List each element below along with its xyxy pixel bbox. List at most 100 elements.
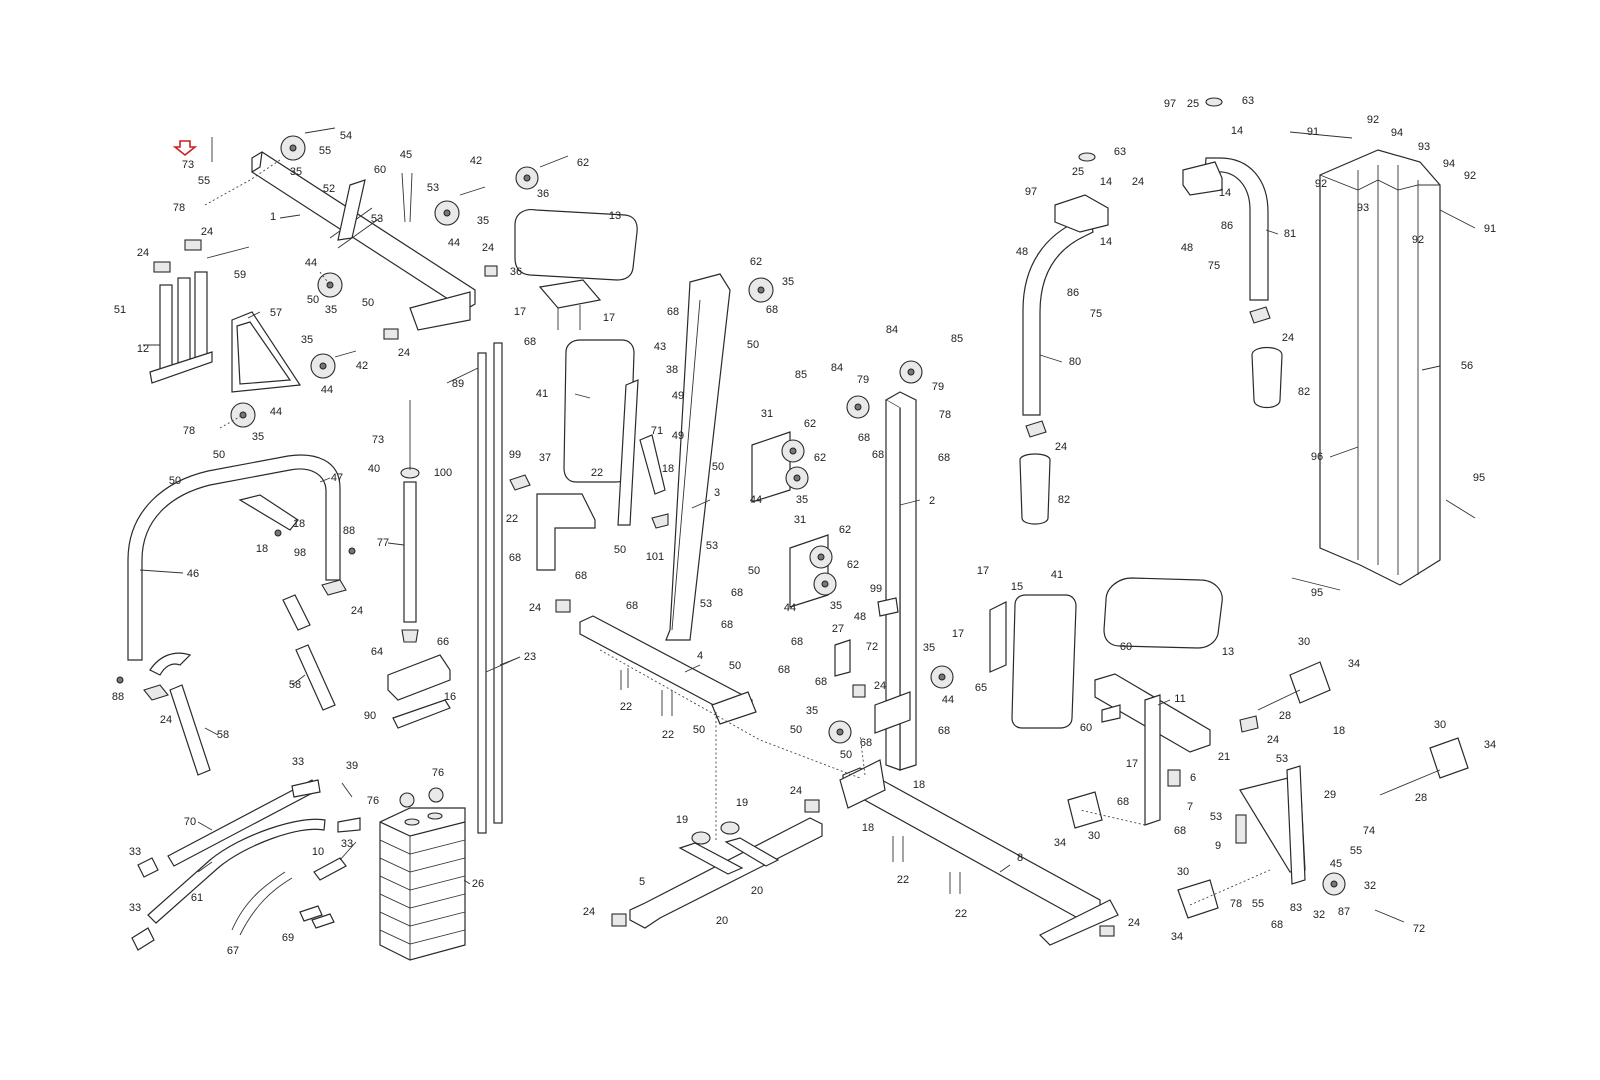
callout-35[interactable]: 35 (477, 215, 489, 227)
callout-75[interactable]: 75 (1090, 308, 1102, 320)
callout-68[interactable]: 68 (667, 306, 679, 318)
callout-30[interactable]: 30 (1298, 636, 1310, 648)
callout-16[interactable]: 16 (444, 691, 456, 703)
callout-36[interactable]: 36 (510, 266, 522, 278)
callout-32[interactable]: 32 (1364, 880, 1376, 892)
callout-55[interactable]: 55 (1252, 898, 1264, 910)
callout-68[interactable]: 68 (524, 336, 536, 348)
callout-68[interactable]: 68 (1117, 796, 1129, 808)
callout-58[interactable]: 58 (217, 729, 229, 741)
callout-34[interactable]: 34 (1348, 658, 1360, 670)
callout-24[interactable]: 24 (1055, 441, 1067, 453)
callout-99[interactable]: 99 (509, 449, 521, 461)
callout-96[interactable]: 96 (1311, 451, 1323, 463)
callout-27[interactable]: 27 (832, 623, 844, 635)
callout-24[interactable]: 24 (1132, 176, 1144, 188)
callout-50[interactable]: 50 (362, 297, 374, 309)
callout-62[interactable]: 62 (839, 524, 851, 536)
callout-44[interactable]: 44 (784, 602, 796, 614)
callout-33[interactable]: 33 (129, 846, 141, 858)
callout-24[interactable]: 24 (1128, 917, 1140, 929)
callout-46[interactable]: 46 (187, 568, 199, 580)
callout-20[interactable]: 20 (751, 885, 763, 897)
callout-63[interactable]: 63 (1114, 146, 1126, 158)
callout-35[interactable]: 35 (301, 334, 313, 346)
callout-77[interactable]: 77 (377, 537, 389, 549)
callout-71[interactable]: 71 (651, 425, 663, 437)
callout-30[interactable]: 30 (1434, 719, 1446, 731)
callout-4[interactable]: 4 (697, 650, 703, 662)
callout-88[interactable]: 88 (343, 525, 355, 537)
callout-14[interactable]: 14 (1100, 236, 1112, 248)
callout-68[interactable]: 68 (766, 304, 778, 316)
callout-78[interactable]: 78 (939, 409, 951, 421)
callout-68[interactable]: 68 (1271, 919, 1283, 931)
callout-34[interactable]: 34 (1054, 837, 1066, 849)
callout-76[interactable]: 76 (432, 767, 444, 779)
callout-22[interactable]: 22 (955, 908, 967, 920)
callout-68[interactable]: 68 (721, 619, 733, 631)
callout-51[interactable]: 51 (114, 304, 126, 316)
callout-97[interactable]: 97 (1164, 98, 1176, 110)
callout-68[interactable]: 68 (575, 570, 587, 582)
callout-44[interactable]: 44 (750, 494, 762, 506)
callout-94[interactable]: 94 (1443, 158, 1455, 170)
callout-68[interactable]: 68 (938, 452, 950, 464)
callout-62[interactable]: 62 (577, 157, 589, 169)
callout-80[interactable]: 80 (1069, 356, 1081, 368)
callout-62[interactable]: 62 (804, 418, 816, 430)
callout-28[interactable]: 28 (1279, 710, 1291, 722)
callout-19[interactable]: 19 (676, 814, 688, 826)
callout-67[interactable]: 67 (227, 945, 239, 957)
callout-94[interactable]: 94 (1391, 127, 1403, 139)
callout-14[interactable]: 14 (1219, 187, 1231, 199)
callout-28[interactable]: 28 (1415, 792, 1427, 804)
callout-42[interactable]: 42 (470, 155, 482, 167)
callout-92[interactable]: 92 (1315, 178, 1327, 190)
callout-41[interactable]: 41 (1051, 569, 1063, 581)
callout-50[interactable]: 50 (840, 749, 852, 761)
callout-88[interactable]: 88 (112, 691, 124, 703)
callout-24[interactable]: 24 (137, 247, 149, 259)
callout-22[interactable]: 22 (897, 874, 909, 886)
callout-57[interactable]: 57 (270, 307, 282, 319)
callout-84[interactable]: 84 (886, 324, 898, 336)
callout-78[interactable]: 78 (1230, 898, 1242, 910)
callout-9[interactable]: 9 (1215, 840, 1221, 852)
callout-7[interactable]: 7 (1187, 801, 1193, 813)
callout-35[interactable]: 35 (252, 431, 264, 443)
callout-24[interactable]: 24 (160, 714, 172, 726)
callout-50[interactable]: 50 (729, 660, 741, 672)
callout-43[interactable]: 43 (654, 341, 666, 353)
callout-53[interactable]: 53 (371, 213, 383, 225)
callout-35[interactable]: 35 (782, 276, 794, 288)
callout-15[interactable]: 15 (1011, 581, 1023, 593)
callout-39[interactable]: 39 (346, 760, 358, 772)
callout-98[interactable]: 98 (294, 547, 306, 559)
callout-93[interactable]: 93 (1357, 202, 1369, 214)
callout-68[interactable]: 68 (858, 432, 870, 444)
callout-33[interactable]: 33 (341, 838, 353, 850)
callout-50[interactable]: 50 (614, 544, 626, 556)
callout-2[interactable]: 2 (929, 495, 935, 507)
callout-34[interactable]: 34 (1484, 739, 1496, 751)
callout-18[interactable]: 18 (862, 822, 874, 834)
callout-72[interactable]: 72 (866, 641, 878, 653)
callout-8[interactable]: 8 (1017, 852, 1023, 864)
callout-14[interactable]: 14 (1231, 125, 1243, 137)
callout-99[interactable]: 99 (870, 583, 882, 595)
callout-13[interactable]: 13 (609, 210, 621, 222)
callout-68[interactable]: 68 (778, 664, 790, 676)
callout-44[interactable]: 44 (321, 384, 333, 396)
callout-18[interactable]: 18 (1333, 725, 1345, 737)
callout-68[interactable]: 68 (815, 676, 827, 688)
callout-60[interactable]: 60 (1120, 641, 1132, 653)
callout-1[interactable]: 1 (270, 211, 276, 223)
callout-24[interactable]: 24 (1282, 332, 1294, 344)
callout-73[interactable]: 73 (372, 434, 384, 446)
callout-62[interactable]: 62 (814, 452, 826, 464)
callout-10[interactable]: 10 (312, 846, 324, 858)
callout-50[interactable]: 50 (213, 449, 225, 461)
callout-63[interactable]: 63 (1242, 95, 1254, 107)
callout-50[interactable]: 50 (790, 724, 802, 736)
